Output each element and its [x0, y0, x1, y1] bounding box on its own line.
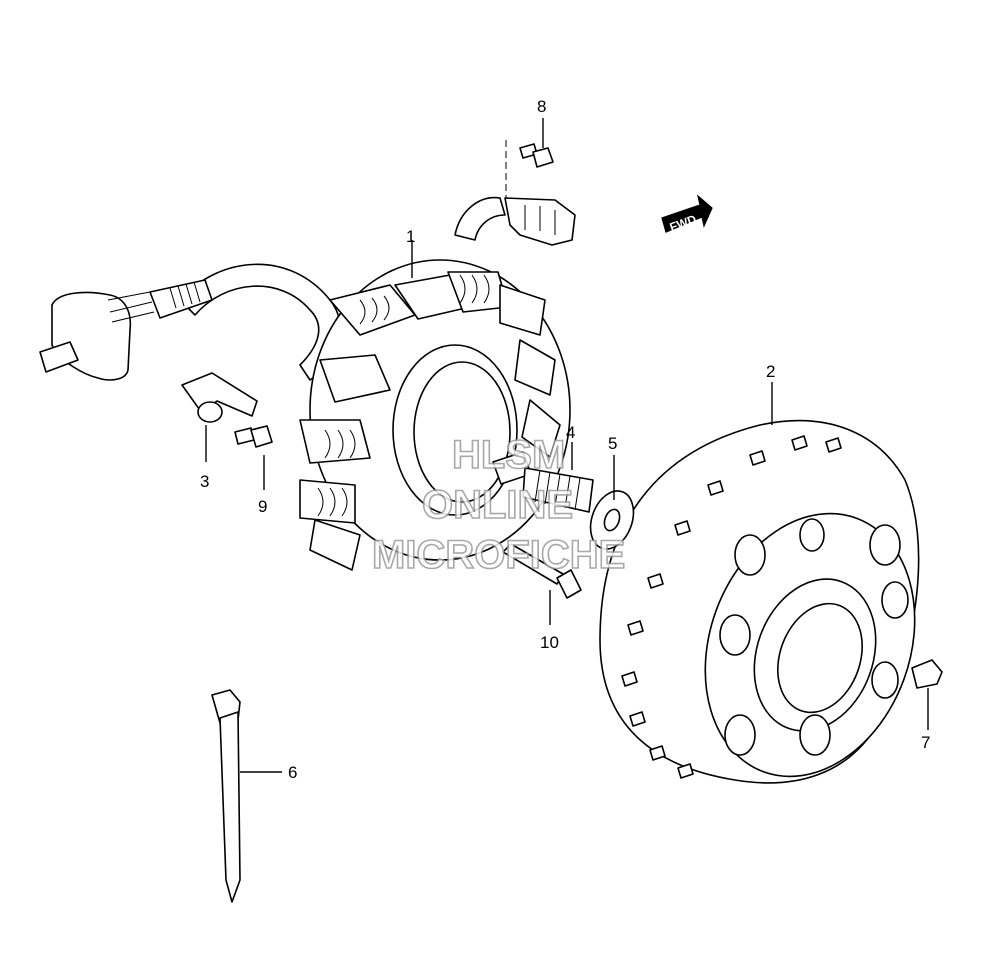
bolt-part-8 — [519, 143, 554, 168]
wiring-harness — [39, 263, 342, 381]
fwd-direction-marker: FWD — [661, 194, 713, 234]
leader-lines — [205, 118, 929, 773]
watermark-line-3: MICROFICHE — [372, 533, 625, 577]
callout-3: 3 — [200, 472, 209, 491]
callout-4: 4 — [566, 423, 575, 442]
callout-6: 6 — [288, 763, 297, 782]
rotor — [599, 419, 920, 784]
watermark-line-2: ONLINE — [422, 483, 573, 527]
callout-2: 2 — [766, 362, 775, 381]
bolt-part-10 — [502, 543, 582, 599]
callout-10: 10 — [540, 633, 559, 652]
clamp-part-3 — [181, 372, 258, 423]
pickup-coil — [454, 140, 576, 246]
callout-labels: 1 2 3 4 5 6 7 8 9 10 — [200, 97, 930, 782]
watermark-line-1: HLSM — [452, 433, 565, 477]
washer-part-5 — [589, 490, 635, 550]
callout-7: 7 — [921, 733, 930, 752]
bolt-part-9 — [234, 425, 273, 448]
callout-1: 1 — [406, 227, 415, 246]
cable-tie-part-6 — [211, 689, 241, 903]
watermark: HLSM ONLINE MICROFICHE — [371, 432, 626, 578]
callout-9: 9 — [258, 497, 267, 516]
callout-8: 8 — [537, 97, 546, 116]
key-part-7 — [911, 659, 943, 689]
stator — [299, 259, 571, 571]
callout-5: 5 — [608, 434, 617, 453]
bolt-part-4 — [492, 451, 594, 513]
